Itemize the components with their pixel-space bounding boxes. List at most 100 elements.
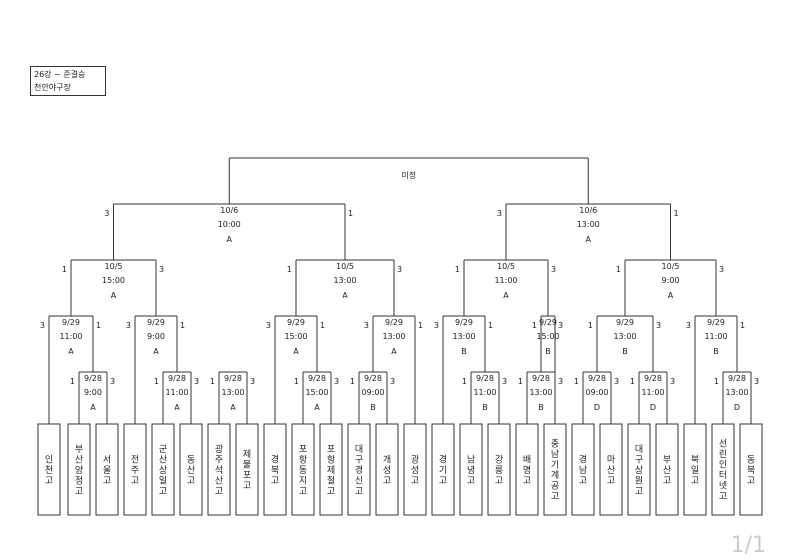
team-name-char: 제 <box>327 465 335 476</box>
left-score: 1 <box>455 265 460 274</box>
team-name-char: 부 <box>663 454 671 465</box>
team-name-char: 북 <box>271 465 279 476</box>
team-name-char: 항 <box>299 454 307 465</box>
match-time: 09:00 <box>361 388 384 397</box>
match-time: 13:00 <box>725 388 748 397</box>
match-time: 15:00 <box>305 388 328 397</box>
right-score: 3 <box>719 265 724 274</box>
match-field: B <box>538 403 544 412</box>
team-name-char: 인 <box>719 460 727 471</box>
team-name-char: 주 <box>131 465 139 476</box>
team-name-char: 인 <box>45 454 53 465</box>
left-score: 3 <box>126 321 131 330</box>
match-date: 9/28 <box>532 374 550 383</box>
team-name-char: 부 <box>75 444 83 455</box>
match-field: B <box>622 347 628 356</box>
right-score: 3 <box>614 377 619 386</box>
team-name-char: 고 <box>523 476 531 486</box>
match-time: 15:00 <box>284 332 307 341</box>
left-score: 1 <box>518 377 523 386</box>
match-time: 13:00 <box>382 332 405 341</box>
match-field: A <box>174 403 180 412</box>
match-date: 9/29 <box>62 318 80 327</box>
right-score: 3 <box>397 265 402 274</box>
match-date: 10/5 <box>497 262 515 271</box>
team-name-char: 산 <box>75 454 83 465</box>
right-score: 3 <box>670 377 675 386</box>
team-name-char: 상 <box>635 465 643 476</box>
match-field: A <box>227 235 233 244</box>
match-time: 11:00 <box>494 276 517 285</box>
match-field: B <box>461 347 467 356</box>
left-score: 1 <box>70 377 75 386</box>
match-field: A <box>230 403 236 412</box>
match-date: 9/28 <box>364 374 382 383</box>
right-score: 3 <box>334 377 339 386</box>
left-score: 3 <box>104 209 109 218</box>
team-name-char: 포 <box>243 471 251 481</box>
right-score: 1 <box>320 321 325 330</box>
match-date: 9/29 <box>385 318 403 327</box>
team-name-char: 동 <box>299 465 307 476</box>
team-name-char: 울 <box>103 465 111 476</box>
right-score: 3 <box>250 377 255 386</box>
team-name-char: 군 <box>159 444 167 455</box>
match-date: 9/29 <box>616 318 634 327</box>
match-time: 13:00 <box>577 220 600 229</box>
team-name-char: 동 <box>187 454 195 465</box>
match-time: 13:00 <box>333 276 356 285</box>
team-name-char: 고 <box>299 487 307 497</box>
match-time: 11:00 <box>165 388 188 397</box>
left-score: 1 <box>294 377 299 386</box>
team-name-char: 산 <box>159 454 167 465</box>
match-field: D <box>594 403 600 412</box>
team-name-char: 고 <box>75 487 83 497</box>
right-score: 1 <box>488 321 493 330</box>
match-field: A <box>391 347 397 356</box>
match-field: A <box>314 403 320 412</box>
team-name-char: 남 <box>579 465 587 476</box>
team-name-char: 고 <box>635 487 643 497</box>
right-score: 3 <box>551 265 556 274</box>
team-name-char: 전 <box>131 454 139 465</box>
match-field: D <box>734 403 740 412</box>
team-name-char: 북 <box>747 465 755 476</box>
match-field: B <box>713 347 719 356</box>
match-time: 9:00 <box>84 388 102 397</box>
left-score: 1 <box>630 377 635 386</box>
match-field: A <box>111 291 117 300</box>
match-time: 15:00 <box>536 332 559 341</box>
team-name-char: 북 <box>691 454 699 465</box>
team-name-char: 고 <box>383 476 391 486</box>
right-score: 3 <box>754 377 759 386</box>
match-field: A <box>668 291 674 300</box>
team-name-char: 고 <box>663 476 671 486</box>
match-date: 10/5 <box>336 262 354 271</box>
team-name-char: 물 <box>243 460 251 471</box>
match-date: 9/28 <box>476 374 494 383</box>
match-field: B <box>482 403 488 412</box>
match-date: 10/6 <box>579 206 597 215</box>
left-score: 1 <box>532 321 537 330</box>
match-date: 9/29 <box>707 318 725 327</box>
match-field: A <box>503 291 509 300</box>
match-field: A <box>153 347 159 356</box>
team-name-char: 석 <box>215 465 223 476</box>
team-name-char: 넷 <box>719 481 727 492</box>
team-name-char: 광 <box>215 443 223 455</box>
match-time: 09:00 <box>585 388 608 397</box>
match-date: 9/29 <box>287 318 305 327</box>
team-name-char: 계 <box>551 469 559 481</box>
match-time: 11:00 <box>59 332 82 341</box>
team-name-char: 고 <box>355 487 363 497</box>
left-score: 1 <box>287 265 292 274</box>
match-time: 11:00 <box>704 332 727 341</box>
team-name-char: 고 <box>103 476 111 486</box>
team-name-char: 릉 <box>495 465 503 476</box>
left-score: 1 <box>210 377 215 386</box>
match-time: 10:00 <box>218 220 241 229</box>
team-name-char: 고 <box>327 487 335 497</box>
right-score: 1 <box>674 209 679 218</box>
right-score: 1 <box>418 321 423 330</box>
